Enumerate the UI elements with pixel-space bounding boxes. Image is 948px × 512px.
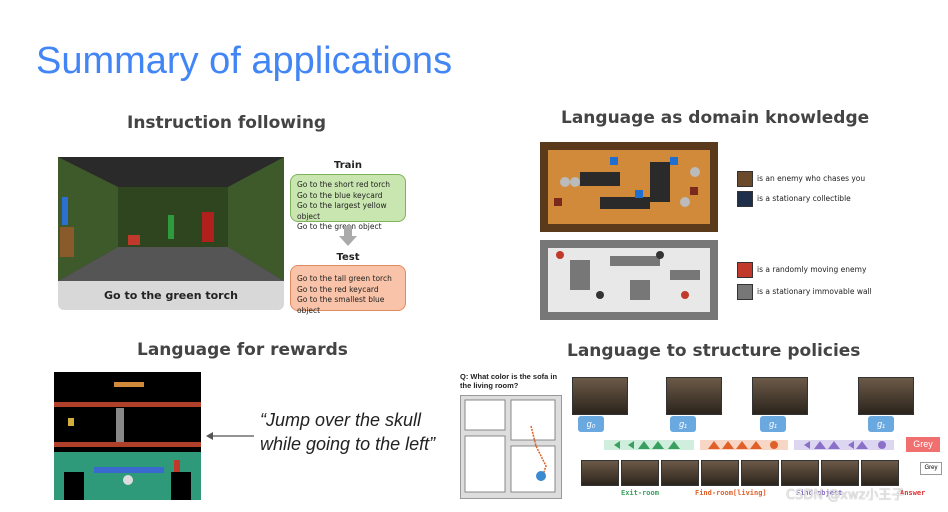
reward-quote-line-2: while going to the left” <box>260 434 436 454</box>
slide-title: Summary of applications <box>36 40 453 82</box>
instruction-caption-bar: Go to the green torch <box>58 281 284 310</box>
action-arrows-graphic <box>604 440 894 450</box>
map-1-graphic <box>548 150 710 224</box>
test-item: Go to the red keycard <box>297 284 379 294</box>
left-arrow-icon <box>206 428 254 446</box>
train-box: Go to the short red torch Go to the blue… <box>290 174 406 231</box>
frame-thumbnail <box>821 460 859 486</box>
frame-thumbnail <box>621 460 659 486</box>
chaser-enemy-icon <box>737 171 753 187</box>
subgoal-g1: g₁ <box>760 416 786 432</box>
find-room-label: Find-room[living] <box>695 489 767 497</box>
montezuma-scene-graphic <box>54 382 201 500</box>
test-label: Test <box>336 252 360 263</box>
collectible-icon <box>737 191 753 207</box>
train-item: Go to the short red torch <box>297 180 391 189</box>
reward-quote-line-1: “Jump over the skull <box>260 410 422 430</box>
frame-thumbnail <box>741 460 779 486</box>
frame-thumbnail <box>781 460 819 486</box>
structure-heading: Language to structure policies <box>567 341 861 361</box>
view-thumbnail <box>858 377 914 415</box>
rewards-heading: Language for rewards <box>137 340 348 360</box>
action-sequence <box>604 438 904 457</box>
down-arrow-icon <box>339 226 357 251</box>
train-item: Go to the green object <box>297 222 382 231</box>
answer-badge: Grey <box>906 437 940 452</box>
instruction-heading: Instruction following <box>127 113 327 133</box>
floorplan-graphic <box>464 399 556 493</box>
find-object-label: Find-object <box>796 489 843 497</box>
legend-wall: is a stationary immovable wall <box>757 287 872 296</box>
montezuma-screenshot <box>54 372 201 500</box>
view-thumbnail <box>666 377 722 415</box>
subgoal-g1: g₁ <box>670 416 696 432</box>
legend-collectible: is a stationary collectible <box>757 194 851 203</box>
train-item: Go to the blue keycard <box>297 190 383 200</box>
test-item: Go to the smallest blue object <box>297 295 385 315</box>
random-enemy-icon <box>737 262 753 278</box>
subgoal-g1: g₁ <box>868 416 894 432</box>
domain-knowledge-heading: Language as domain knowledge <box>561 108 870 128</box>
doom-scene-graphic <box>58 157 284 281</box>
instruction-caption: Go to the green torch <box>104 289 238 302</box>
doom-screenshot <box>58 157 284 281</box>
question-text: Q: What color is the sofa in the living … <box>460 372 558 390</box>
train-item: Go to the largest yellow object <box>297 201 387 221</box>
subgoal-g0: g₀ <box>578 416 604 432</box>
view-thumbnail <box>752 377 808 415</box>
test-box: Go to the tall green torch Go to the red… <box>290 265 406 315</box>
map-2-graphic <box>548 248 710 312</box>
bomberman-map-2 <box>540 240 718 320</box>
answer-small-badge: Grey <box>920 462 942 475</box>
legend-chaser: is an enemy who chases you <box>757 174 866 183</box>
frame-thumbnail <box>701 460 739 486</box>
wall-icon <box>737 284 753 300</box>
watermark: CSDN @xwz小王子 <box>786 488 905 503</box>
frame-thumbnail <box>861 460 899 486</box>
frame-thumbnail <box>661 460 699 486</box>
reward-quote: “Jump over the skull while going to the … <box>260 408 435 456</box>
bomberman-map-1 <box>540 142 718 232</box>
exit-room-label: Exit-room <box>621 489 659 497</box>
train-label: Train <box>334 160 362 171</box>
test-item: Go to the tall green torch <box>297 274 392 283</box>
frame-thumbnail <box>581 460 619 486</box>
floorplan-map <box>460 395 562 499</box>
legend-random-enemy: is a randomly moving enemy <box>757 265 867 274</box>
answer-label: Answer <box>900 489 926 497</box>
view-thumbnail <box>572 377 628 415</box>
